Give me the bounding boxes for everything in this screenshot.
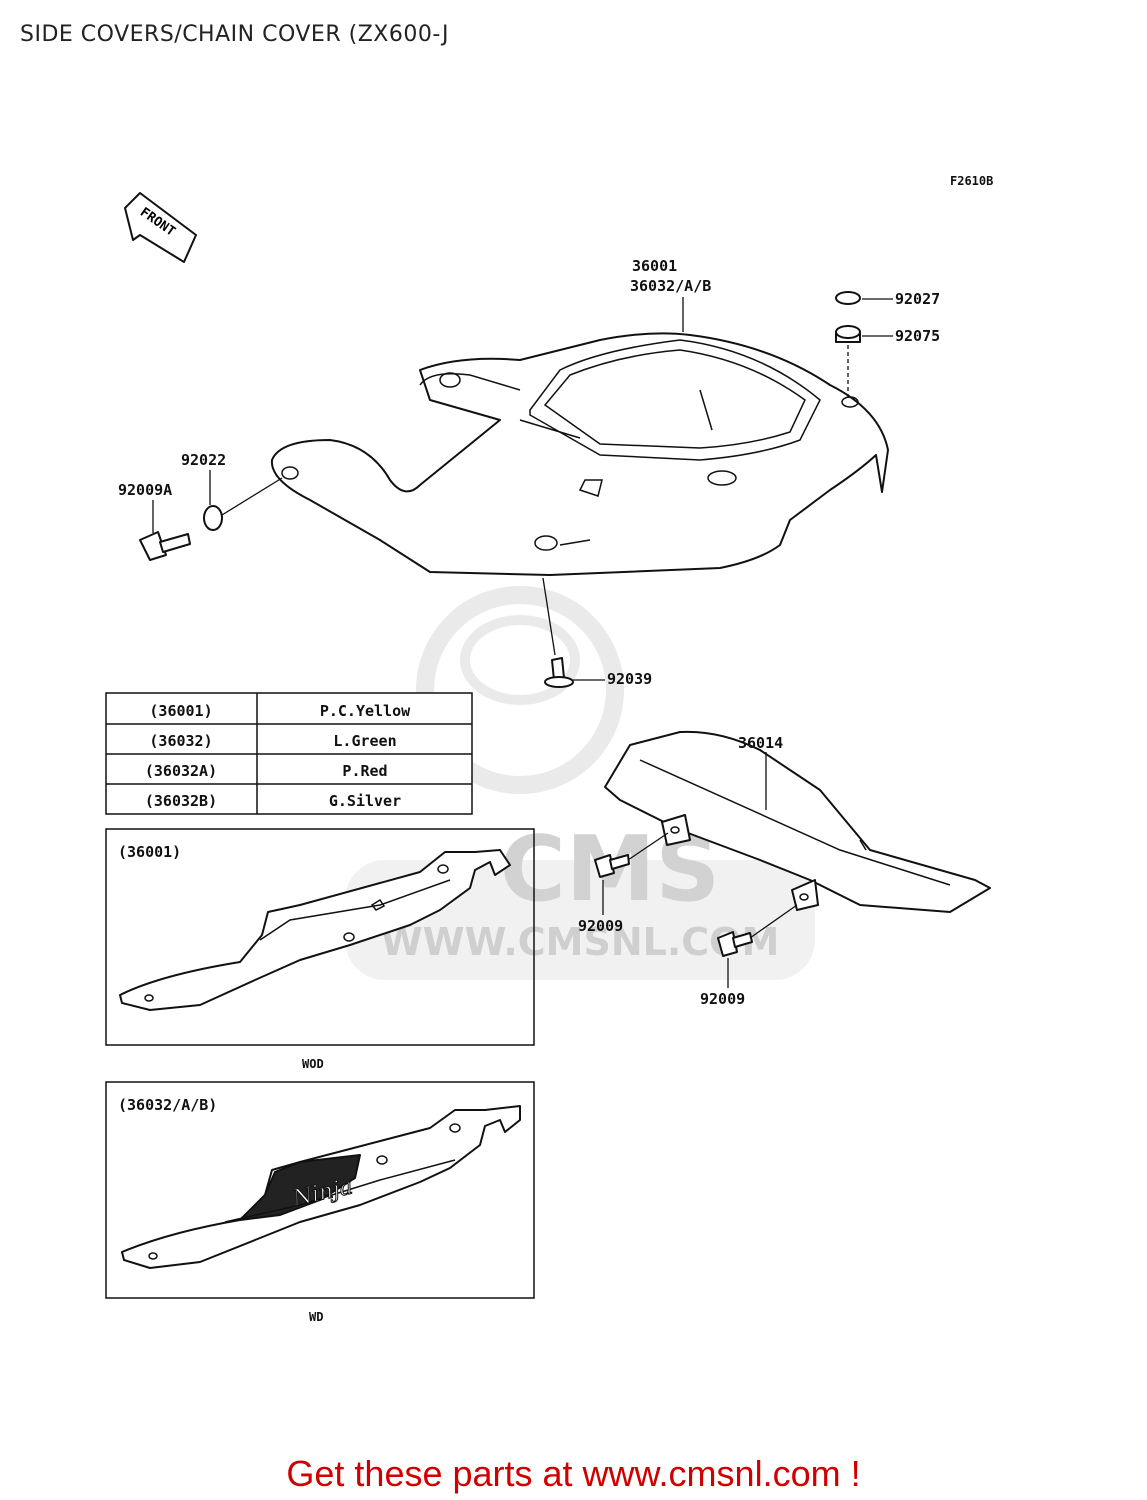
variant-box-wd: (36032/A/B) Ninja: [105, 1081, 535, 1299]
callout-36014: 36014: [738, 734, 783, 752]
table-color-0: P.C.Yellow: [320, 702, 411, 720]
callout-36001: 36001: [632, 257, 677, 275]
callout-92075: 92075: [895, 327, 940, 345]
bolt-92009-upper: [594, 854, 630, 878]
grommet-92027: [835, 291, 861, 305]
seat-cowl-part: [270, 332, 889, 576]
footer-cta-link[interactable]: Get these parts at www.cmsnl.com !: [286, 1453, 861, 1494]
table-color-3: G.Silver: [329, 792, 401, 810]
table-code-0: (36001): [149, 702, 212, 720]
bolt-92009-lower: [717, 931, 753, 957]
callout-92027: 92027: [895, 290, 940, 308]
callout-92009-lower: 92009: [700, 990, 745, 1008]
damper-92075: [835, 325, 861, 343]
table-color-1: L.Green: [333, 732, 396, 750]
washer-92022: [203, 505, 223, 531]
table-code-1: (36032): [149, 732, 212, 750]
callout-36032: 36032/A/B: [630, 277, 711, 295]
watermark-url: WWW.CMSNL.COM: [381, 920, 780, 964]
callout-92039: 92039: [607, 670, 652, 688]
page-title: SIDE COVERS/CHAIN COVER (ZX600-J: [20, 22, 449, 47]
callout-92022: 92022: [181, 451, 226, 469]
callout-92009A: 92009A: [118, 481, 172, 499]
variant-box-wod: (36001): [105, 828, 535, 1046]
variant-code-0: (36001): [118, 843, 181, 861]
variant-caption-0: WOD: [302, 1057, 324, 1071]
table-code-2: (36032A): [145, 762, 217, 780]
callout-92009-upper: 92009: [578, 917, 623, 935]
screw-92039: [544, 657, 574, 688]
table-color-2: P.Red: [342, 762, 387, 780]
color-table: (36001) P.C.Yellow (36032) L.Green (3603…: [105, 692, 473, 815]
bolt-92009A: [139, 531, 191, 561]
variant-caption-1: WD: [309, 1310, 323, 1324]
variant-code-1: (36032/A/B): [118, 1096, 217, 1114]
chain-cover-part: [604, 730, 991, 913]
figure-code: F2610B: [950, 174, 993, 188]
front-arrow-icon: FRONT: [124, 192, 197, 263]
table-code-3: (36032B): [145, 792, 217, 810]
